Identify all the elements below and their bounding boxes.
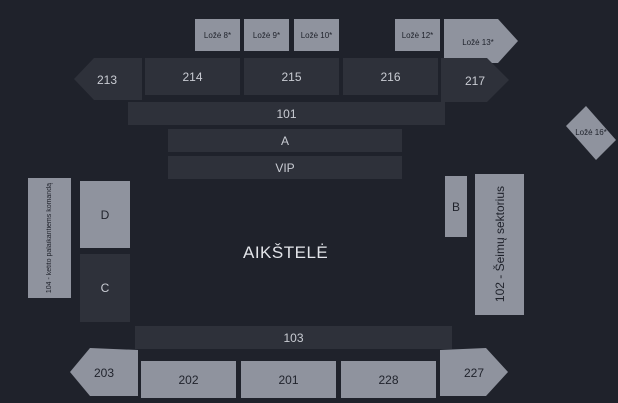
- section-228[interactable]: 228: [341, 361, 436, 398]
- section-101-label: 101: [276, 106, 297, 121]
- section-vip[interactable]: VIP: [168, 156, 402, 179]
- section-216-label: 216: [380, 69, 401, 84]
- section-b-label: B: [451, 199, 460, 214]
- section-217-label: 217: [465, 74, 485, 88]
- section-b[interactable]: B: [445, 176, 467, 237]
- box-loze-9[interactable]: Ložė 9*: [244, 19, 289, 51]
- section-103-label: 103: [283, 330, 304, 345]
- box-loze-8-label: Ložė 8*: [203, 30, 232, 40]
- section-202-label: 202: [178, 372, 199, 387]
- box-loze-12-label: Ložė 12*: [401, 30, 434, 40]
- section-104[interactable]: 104 - ketito palaikantiems komandą: [28, 178, 71, 298]
- box-loze-16-label: Ložė 16*: [575, 128, 607, 137]
- section-213[interactable]: 213: [72, 58, 142, 100]
- section-c-label: C: [100, 281, 110, 295]
- section-227-label: 227: [464, 366, 484, 380]
- section-a-label: A: [280, 133, 289, 148]
- box-loze-13[interactable]: Ložė 13*: [444, 19, 520, 64]
- section-c[interactable]: C: [80, 254, 130, 322]
- section-vip-label: VIP: [275, 160, 295, 175]
- section-103[interactable]: 103: [135, 326, 452, 349]
- section-214[interactable]: 214: [145, 58, 240, 95]
- section-215-label: 215: [281, 69, 302, 84]
- section-217[interactable]: 217: [441, 58, 511, 102]
- box-loze-16[interactable]: Ložė 16*: [564, 104, 618, 162]
- section-a[interactable]: A: [168, 129, 402, 152]
- box-loze-10-label: Ložė 10*: [300, 30, 333, 40]
- section-201[interactable]: 201: [241, 361, 336, 398]
- section-104-label: 104 - ketito palaikantiems komandą: [46, 182, 53, 294]
- section-102[interactable]: 102 - Šeimų sektorius: [475, 174, 524, 315]
- section-d-label: D: [100, 207, 110, 222]
- section-214-label: 214: [182, 69, 203, 84]
- section-216[interactable]: 216: [343, 58, 438, 95]
- section-213-label: 213: [97, 73, 117, 87]
- section-228-label: 228: [378, 372, 399, 387]
- section-227[interactable]: 227: [440, 348, 510, 398]
- box-loze-8[interactable]: Ložė 8*: [195, 19, 240, 51]
- section-201-label: 201: [278, 372, 299, 387]
- section-102-label: 102 - Šeimų sektorius: [492, 186, 507, 303]
- box-loze-10[interactable]: Ložė 10*: [294, 19, 339, 51]
- section-101[interactable]: 101: [128, 102, 445, 125]
- box-loze-9-label: Ložė 9*: [252, 30, 281, 40]
- field-label: AIKŠTELĖ: [243, 243, 329, 262]
- section-203[interactable]: 203: [68, 348, 140, 398]
- section-202[interactable]: 202: [141, 361, 236, 398]
- box-loze-13-label: Ložė 13*: [462, 38, 494, 47]
- box-loze-12[interactable]: Ložė 12*: [395, 19, 440, 51]
- section-203-label: 203: [94, 366, 114, 380]
- section-d[interactable]: D: [80, 181, 130, 248]
- section-215[interactable]: 215: [244, 58, 339, 95]
